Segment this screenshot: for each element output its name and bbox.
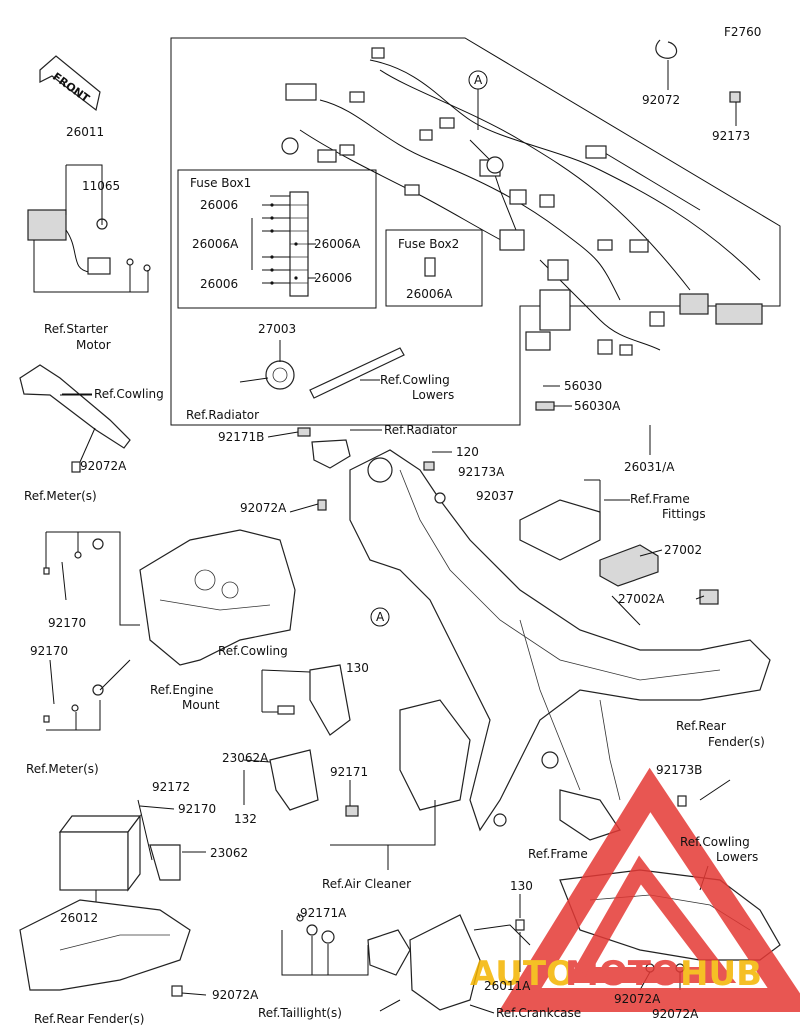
ref-frame-fittings-1: Ref.Frame — [630, 492, 690, 506]
part-27002: 27002 — [664, 543, 702, 557]
watermark: AUTO MOTO HUB — [470, 767, 800, 1012]
part-26011: 26011 — [66, 125, 104, 139]
ref-radiator-2: Ref.Radiator — [384, 423, 457, 437]
ref-cowling-lowers-1b: Lowers — [412, 388, 454, 402]
part-56030a: 56030A — [574, 399, 621, 413]
part-26031a: 26031/A — [624, 460, 675, 474]
ref-cowling-lowers-2a: Ref.Cowling — [680, 835, 750, 849]
air-cleaner — [399, 699, 471, 811]
part-92037: 92037 — [476, 489, 514, 503]
part-26012: 26012 — [60, 911, 98, 925]
part-92171: 92171 — [330, 765, 368, 779]
part-23062: 23062 — [210, 846, 248, 860]
front-arrow — [39, 55, 101, 112]
part-92072a-2: 92072A — [240, 501, 287, 515]
callout-a-top: A — [474, 73, 483, 87]
part-92072a-5: 92072A — [652, 1007, 699, 1021]
part-92171a: 92171A — [300, 906, 347, 920]
watermark-text-moto: MOTO — [565, 954, 680, 994]
part-27003: 27003 — [258, 322, 296, 336]
part-26011a: 26011A — [484, 979, 531, 993]
part-92172: 92172 — [152, 780, 190, 794]
ref-cowling-lowers-1a: Ref.Cowling — [380, 373, 450, 387]
part-92072: 92072 — [642, 93, 680, 107]
ecu — [599, 544, 659, 587]
ref-frame-fittings-2: Fittings — [662, 507, 706, 521]
part-92173: 92173 — [712, 129, 750, 143]
part-132: 132 — [234, 812, 257, 826]
part-92173a: 92173A — [458, 465, 505, 479]
ref-meter-2: Ref.Meter(s) — [26, 762, 99, 776]
callout-a-bottom: A — [376, 610, 385, 624]
part-92170-3: 92170 — [178, 802, 216, 816]
fuse-box2-frame — [385, 229, 483, 307]
harness-frame — [170, 37, 781, 426]
watermark-text-hub: HUB — [680, 954, 762, 994]
part-92170-2: 92170 — [30, 644, 68, 658]
ref-rear-fender-2: Ref.Rear Fender(s) — [34, 1012, 144, 1026]
part-120: 120 — [456, 445, 479, 459]
ref-cowling-1: Ref.Cowling — [94, 387, 164, 401]
figure-code: F2760 — [724, 25, 761, 39]
ref-cowling-2: Ref.Cowling — [218, 644, 288, 658]
ref-engine-mount-2: Mount — [182, 698, 220, 712]
left-cowling — [139, 529, 296, 666]
motorcycle-frame — [349, 449, 771, 841]
ref-starter-2: Motor — [76, 338, 111, 352]
ref-rear-fender-1a: Ref.Rear — [676, 719, 726, 733]
starter-relay — [27, 209, 67, 241]
part-23062a: 23062A — [222, 751, 269, 765]
part-130-2: 130 — [510, 879, 533, 893]
ref-engine-mount-1: Ref.Engine — [150, 683, 213, 697]
watermark-text-auto: AUTO — [470, 954, 575, 994]
part-26006a-c: 26006A — [406, 287, 453, 301]
part-26006a-a: 26006A — [192, 237, 239, 251]
ref-crankcase: Ref.Crankcase — [496, 1006, 581, 1020]
ref-taillight: Ref.Taillight(s) — [258, 1006, 342, 1020]
part-92072a-1: 92072A — [80, 459, 127, 473]
part-26006-a: 26006 — [200, 198, 238, 212]
part-92170-1: 92170 — [48, 616, 86, 630]
part-92072a-4: 92072A — [614, 992, 661, 1006]
ref-starter-1: Ref.Starter — [44, 322, 108, 336]
main-harness — [281, 47, 763, 411]
part-26006a-b: 26006A — [314, 237, 361, 251]
part-11065: 11065 — [82, 179, 120, 193]
part-92171b: 92171B — [218, 430, 264, 444]
fuse-box1-frame — [177, 169, 377, 309]
part-27002a: 27002A — [618, 592, 665, 606]
part-56030: 56030 — [564, 379, 602, 393]
ref-air-cleaner: Ref.Air Cleaner — [322, 877, 411, 891]
fuse-box2-label: Fuse Box2 — [398, 237, 459, 251]
fuse-box1-label: Fuse Box1 — [190, 176, 251, 190]
part-26006-b: 26006 — [200, 277, 238, 291]
part-92072a-3: 92072A — [212, 988, 259, 1002]
ref-frame: Ref.Frame — [528, 847, 588, 861]
ref-meter-1: Ref.Meter(s) — [24, 489, 97, 503]
ref-radiator-1: Ref.Radiator — [186, 408, 259, 422]
ref-cowling-lowers-2b: Lowers — [716, 850, 758, 864]
part-130-1: 130 — [346, 661, 369, 675]
ref-rear-fender-1b: Fender(s) — [708, 735, 765, 749]
part-26006-c: 26006 — [314, 271, 352, 285]
battery — [59, 831, 129, 891]
horn — [265, 360, 295, 390]
part-92173b: 92173B — [656, 763, 702, 777]
